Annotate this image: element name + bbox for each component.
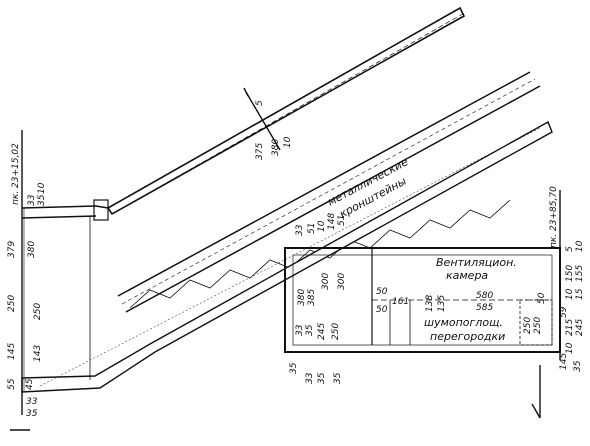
- diag-mid-dimensions: 33 51 10 148 51: [295, 213, 347, 236]
- dim-left-10: 55: [7, 378, 17, 390]
- lower-ramp: [21, 121, 553, 393]
- section-cut-markers: [10, 87, 541, 431]
- dim-bottom-2: 33: [305, 372, 315, 384]
- station-right-label: пк. 23+85,70: [549, 186, 559, 248]
- upper-slab: [21, 6, 467, 221]
- dim-chamber-left-3: 35: [305, 324, 315, 336]
- dim-chamber-center-5: 135: [437, 295, 447, 312]
- dim-diag-upper-2: 380: [271, 139, 281, 156]
- dim-chamber-center-4: 138: [425, 295, 435, 312]
- silencer-label-line2: перегородки: [430, 330, 505, 343]
- chamber-dimensions: 300 300 385 380 245 250 35 33 50 161 50 …: [295, 273, 547, 340]
- dim-chamber-mid-3: 250: [523, 317, 533, 334]
- dim-left-7: 250: [33, 303, 43, 320]
- dim-chamber-center-2: 161: [392, 297, 409, 307]
- dim-chamber-top-2: 300: [337, 273, 347, 290]
- dim-chamber-top-1: 300: [321, 273, 331, 290]
- dim-bottom-3: 35: [317, 372, 327, 384]
- dim-diag-mid-3: 10: [317, 220, 327, 232]
- vent-chamber-label-line1: Вентиляцион.: [436, 256, 517, 269]
- dim-chamber-mid-4: 250: [533, 317, 543, 334]
- dim-diag-mid-5: 51: [337, 215, 347, 226]
- dim-bottom-1: 35: [289, 362, 299, 374]
- dim-diag-mid-4: 148: [327, 213, 337, 230]
- dim-chamber-mid-2: 585: [476, 303, 493, 313]
- dim-right-2: 10: [575, 240, 585, 252]
- left-dimensions: 35 33 10 379 380 250 250 145 143 55 45 3…: [7, 182, 47, 419]
- dim-left-5: 380: [27, 241, 37, 258]
- vent-chamber-label-line2: камера: [446, 269, 488, 282]
- dim-diag-upper-3: 10: [283, 136, 293, 148]
- dim-right-1: 5: [565, 246, 575, 252]
- right-dimensions: 5 10 150 155 10 15 59 215 245 10 145 35: [559, 240, 585, 372]
- dim-chamber-left-4: 33: [295, 324, 305, 336]
- dim-left-1: 35: [37, 194, 47, 206]
- dim-chamber-mid-5: 50: [537, 292, 547, 304]
- dim-right-12: 35: [573, 360, 583, 372]
- dim-diag-upper-4: 5: [255, 100, 265, 106]
- left-wall: [21, 130, 91, 415]
- dim-left-4: 379: [7, 241, 17, 258]
- dim-chamber-left-1: 245: [317, 323, 327, 340]
- dim-right-11: 145: [559, 353, 569, 370]
- dim-chamber-left-2: 250: [331, 323, 341, 340]
- dim-right-6: 15: [575, 288, 585, 300]
- dim-chamber-center-3: 50: [376, 305, 388, 315]
- dim-left-2: 33: [27, 194, 37, 206]
- silencer-label-line1: шумопоглощ.: [424, 316, 503, 329]
- dim-diag-mid-1: 33: [295, 224, 305, 236]
- dim-right-4: 155: [575, 265, 585, 282]
- dim-right-3: 150: [565, 265, 575, 282]
- dim-left-13: 35: [26, 409, 38, 419]
- dim-right-10: 10: [565, 342, 575, 354]
- dim-left-12: 33: [26, 397, 38, 407]
- dim-diag-upper-1: 375: [255, 143, 265, 160]
- dim-right-7: 59: [559, 306, 569, 318]
- dim-right-9: 245: [575, 319, 585, 336]
- dim-diag-mid-2: 51: [307, 223, 317, 234]
- dim-bottom-4: 35: [333, 372, 343, 384]
- dim-left-8: 145: [7, 343, 17, 360]
- diag-upper-dimensions: 375 380 10 5: [255, 100, 293, 160]
- right-wall: [539, 190, 561, 418]
- dim-left-9: 143: [33, 345, 43, 362]
- station-left-label: пк. 23+15,02: [11, 143, 21, 205]
- bottom-dimensions: 35 33 35 35: [289, 362, 343, 384]
- dim-right-5: 10: [565, 288, 575, 300]
- dim-right-8: 215: [565, 319, 575, 336]
- dim-chamber-top-3: 385: [307, 289, 317, 306]
- dim-chamber-top-4: 380: [297, 289, 307, 306]
- dim-chamber-mid-1: 580: [476, 291, 493, 301]
- dim-left-3: 10: [37, 182, 47, 194]
- dim-chamber-center-1: 50: [376, 287, 388, 297]
- dim-left-6: 250: [7, 295, 17, 312]
- dim-left-11: 45: [25, 378, 35, 390]
